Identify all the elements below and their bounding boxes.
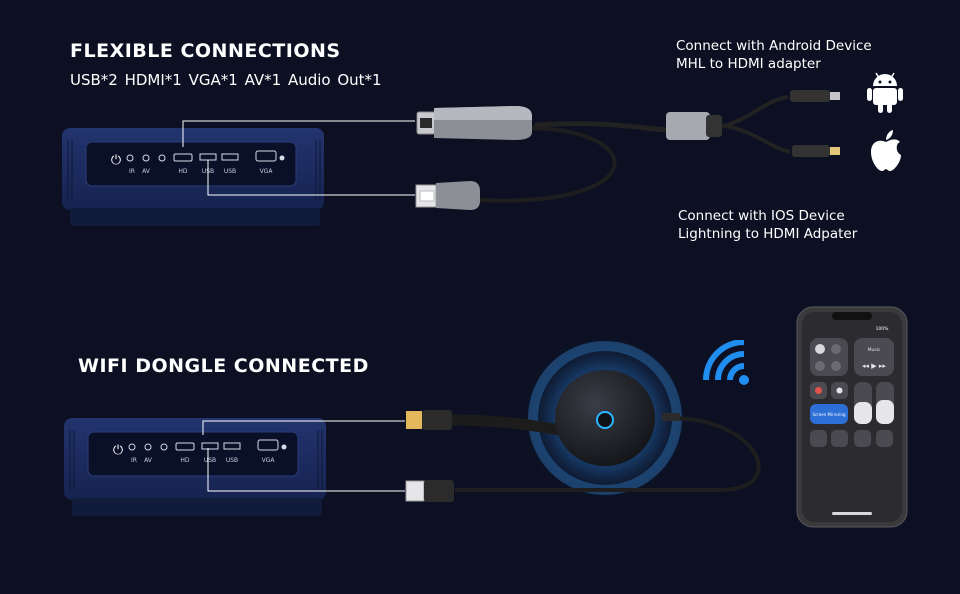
smartphone: 100% Music ◂◂ ▶ ▸▸ Screen Mirroring xyxy=(796,306,908,528)
port-label-ir: IR xyxy=(131,457,137,464)
android-caption-line2: MHL to HDMI adapter xyxy=(676,56,821,72)
android-caption: Connect with Android Device MHL to HDMI … xyxy=(676,37,872,73)
projector-top: ⏻ IR AV HD USB USB VGA xyxy=(62,128,324,226)
ios-caption-line2: Lightning to HDMI Adpater xyxy=(678,226,858,242)
port-label-av: AV xyxy=(144,457,153,464)
phone-music-label: Music xyxy=(868,347,881,353)
port-label-av: AV xyxy=(142,168,151,175)
svg-text:⏻: ⏻ xyxy=(111,153,121,168)
android-icon xyxy=(867,72,903,113)
port-label-vga: VGA xyxy=(260,168,274,175)
section2-heading: WIFI DONGLE CONNECTED xyxy=(78,355,369,377)
wifi-dongle xyxy=(202,332,761,504)
phone-status: 100% xyxy=(876,326,890,332)
section1-specs: USB*2 HDMI*1 VGA*1 AV*1 Audio Out*1 xyxy=(70,71,382,89)
section1-heading: FLEXIBLE CONNECTIONS xyxy=(70,40,341,62)
port-label-ir: IR xyxy=(129,168,135,175)
projector-bottom: ⏻ IR AV HD USB USB VGA xyxy=(64,418,326,516)
svg-text:◂◂ ▶ ▸▸: ◂◂ ▶ ▸▸ xyxy=(862,362,886,370)
port-label-usb2: USB xyxy=(224,168,236,175)
port-label-hd: HD xyxy=(178,168,188,175)
apple-icon xyxy=(871,130,901,171)
phone-mirroring-label: Screen Mirroring xyxy=(813,412,846,417)
svg-text:⏻: ⏻ xyxy=(113,443,123,458)
port-label-hd: HD xyxy=(180,457,190,464)
port-label-usb2: USB xyxy=(226,457,238,464)
ios-caption-line1: Connect with IOS Device xyxy=(678,208,845,224)
android-caption-line1: Connect with Android Device xyxy=(676,38,872,54)
port-label-vga: VGA xyxy=(262,457,276,464)
wifi-icon xyxy=(703,340,749,385)
port-label-usb1: USB xyxy=(204,457,216,464)
hdmi-usb-adapter-cable xyxy=(182,90,840,210)
ios-caption: Connect with IOS Device Lightning to HDM… xyxy=(678,207,857,243)
